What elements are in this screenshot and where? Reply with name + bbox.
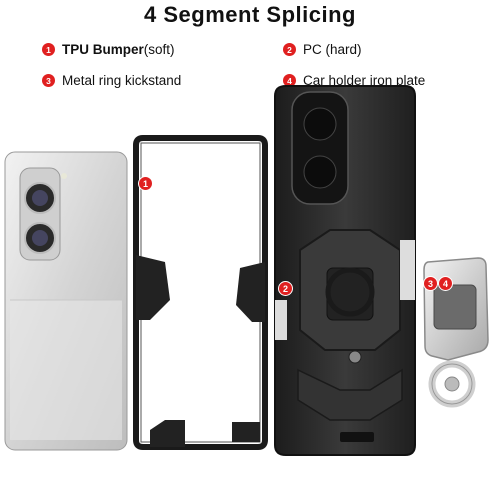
- page-title: 4 Segment Splicing: [144, 2, 356, 27]
- legend-item-plate: 4 Car holder iron plate: [283, 73, 425, 88]
- legend-badge-1: 1: [42, 43, 55, 56]
- pc-hard-shell: [274, 85, 416, 456]
- tpu-bumper-frame: [133, 135, 268, 450]
- marker-ring-kickstand: 3: [423, 276, 438, 291]
- legend-note-1: (soft): [143, 42, 175, 57]
- legend-label-1: TPU Bumper: [62, 42, 144, 57]
- legend-label-3: Metal ring kickstand: [62, 73, 182, 88]
- phone-back: [4, 151, 128, 451]
- marker-iron-plate: 4: [438, 276, 453, 291]
- legend-item-ring: 3 Metal ring kickstand: [42, 73, 181, 88]
- legend-label-2: PC (hard): [303, 42, 362, 57]
- marker-tpu-bumper: 1: [138, 176, 153, 191]
- legend-item-pc: 2 PC (hard): [283, 42, 362, 57]
- legend-badge-3: 3: [42, 74, 55, 87]
- legend-item-tpu-bumper: 1 TPU Bumper (soft): [42, 42, 175, 57]
- legend-badge-2: 2: [283, 43, 296, 56]
- legend-label-4: Car holder iron plate: [303, 73, 426, 88]
- marker-pc-shell: 2: [278, 281, 293, 296]
- legend-badge-4: 4: [283, 74, 296, 87]
